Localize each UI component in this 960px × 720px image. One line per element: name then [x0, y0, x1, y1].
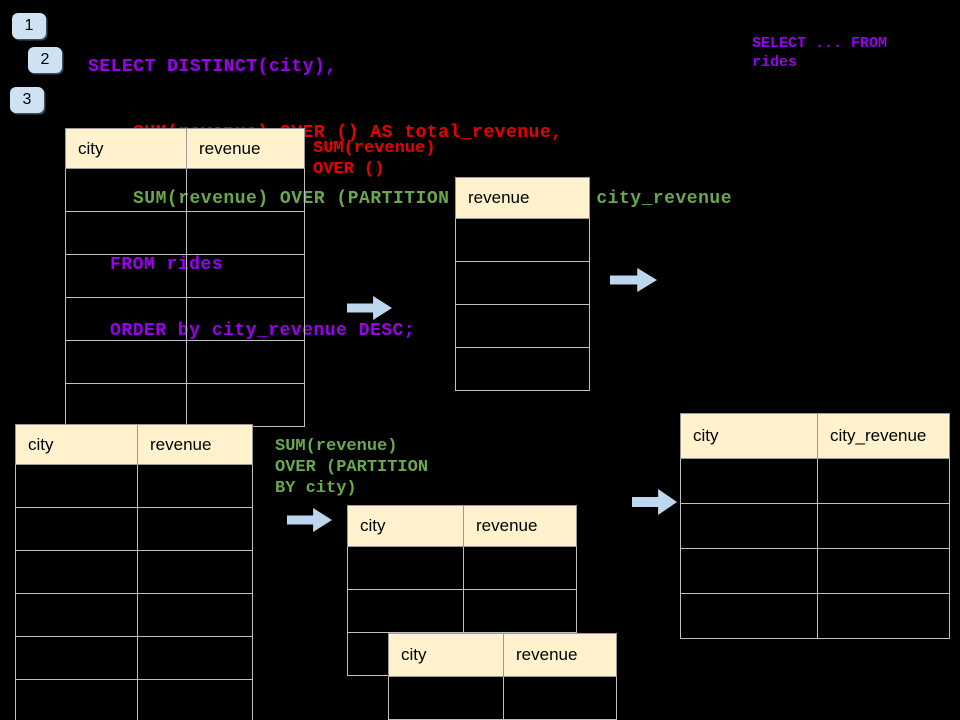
table-row [65, 297, 305, 341]
table-row [65, 383, 305, 427]
step-badge-2: 2 [28, 47, 62, 73]
table-row [455, 218, 590, 262]
side-note-select-from-rides: SELECT ... FROM rides [752, 35, 888, 71]
column-header-revenue: revenue [186, 128, 305, 169]
table-row [388, 676, 617, 720]
table-row [15, 593, 253, 637]
right-arrow-icon [632, 489, 677, 515]
table-total-revenue-result: revenue [455, 177, 590, 391]
table-header-row: city revenue [65, 128, 305, 169]
table-row [65, 211, 305, 255]
table-header-row: city revenue [388, 633, 617, 677]
column-header-revenue: revenue [503, 633, 617, 677]
table-row [65, 254, 305, 298]
column-header-city: city [347, 505, 464, 547]
table-source-bottom: city revenue [15, 424, 253, 720]
column-header-city: city [388, 633, 504, 677]
table-row [455, 347, 590, 391]
table-header-row: city city_revenue [680, 413, 950, 459]
table-row [15, 550, 253, 594]
column-header-revenue: revenue [463, 505, 577, 547]
table-row [455, 261, 590, 305]
label-sum-over-partition: SUM(revenue) OVER (PARTITION BY city) [275, 437, 429, 498]
right-arrow-icon [287, 508, 332, 532]
table-row [680, 593, 950, 639]
table-row [680, 503, 950, 549]
table-row [15, 464, 253, 508]
table-city-revenue-result: city city_revenue [680, 413, 950, 639]
table-row [455, 304, 590, 348]
column-header-revenue: revenue [455, 177, 590, 219]
table-row [65, 340, 305, 384]
table-row [15, 679, 253, 720]
column-header-city: city [680, 413, 818, 459]
column-header-city: city [15, 424, 138, 465]
table-row [347, 546, 577, 590]
table-header-row: city revenue [347, 505, 577, 547]
table-row [15, 507, 253, 551]
step-badge-3-label: 3 [22, 91, 32, 108]
step-badge-2-label: 2 [40, 51, 50, 68]
table-source-top: city revenue [65, 128, 305, 427]
step-badge-1: 1 [12, 13, 46, 39]
sql-line-select: SELECT DISTINCT(city), [88, 57, 337, 77]
table-row [680, 548, 950, 594]
column-header-city: city [65, 128, 187, 169]
table-row [680, 458, 950, 504]
column-header-revenue: revenue [137, 424, 253, 465]
table-partition-overlap: city revenue [388, 633, 617, 720]
step-badge-3: 3 [10, 87, 44, 113]
label-sum-over-total: SUM(revenue) OVER () [313, 139, 436, 179]
table-row [15, 636, 253, 680]
column-header-city-revenue: city_revenue [817, 413, 950, 459]
table-row [65, 168, 305, 212]
step-badge-1-label: 1 [24, 17, 34, 34]
table-header-row: revenue [455, 177, 590, 219]
table-row [347, 589, 577, 633]
table-header-row: city revenue [15, 424, 253, 465]
